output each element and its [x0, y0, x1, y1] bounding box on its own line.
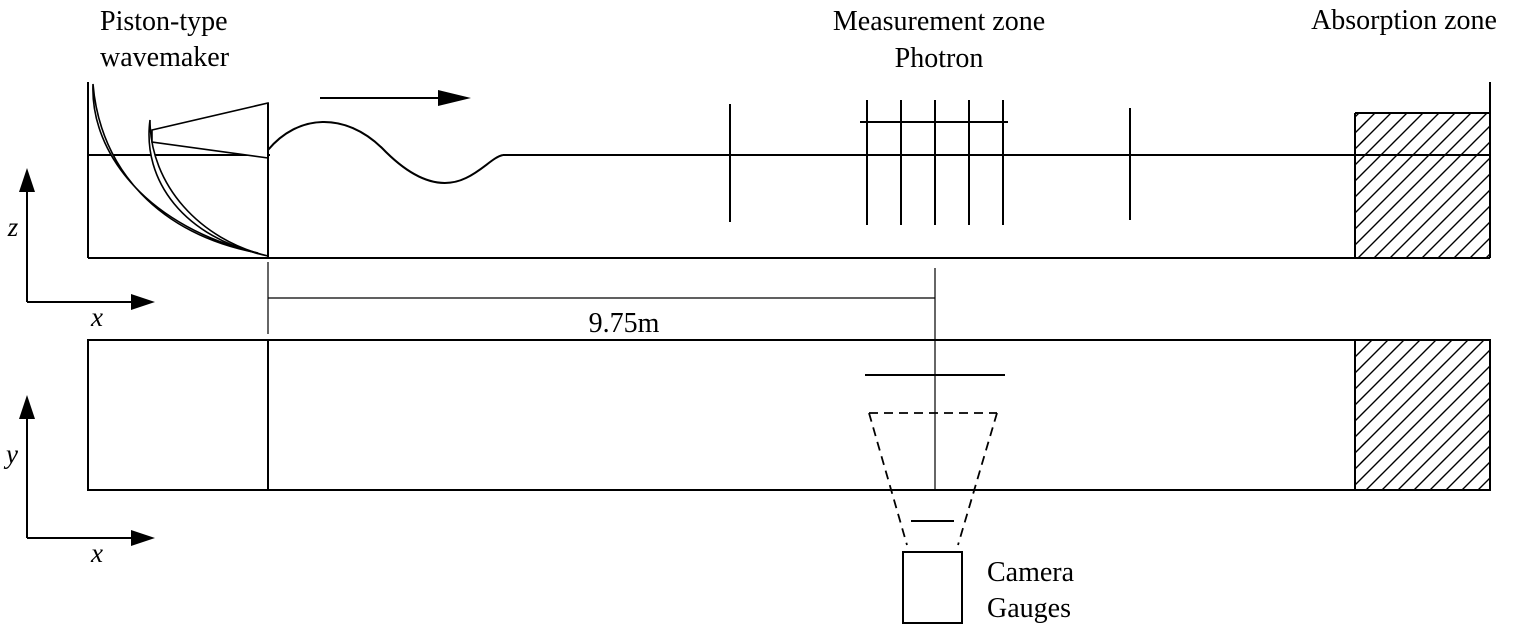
y-axis-label: y — [3, 439, 18, 469]
absorption-zone-side-view — [1354, 112, 1490, 258]
axes-plan-view: y x — [3, 395, 155, 568]
plan-tank-outline — [87, 339, 1491, 491]
distance-label: 9.75m — [589, 308, 660, 339]
measurement-zone-label: Measurement zone — [833, 6, 1045, 37]
x-arrowhead-top — [131, 294, 155, 310]
absorption-zone-label: Absorption zone — [1311, 5, 1497, 36]
x-axis-label-top: x — [90, 302, 103, 332]
x-axis-label-bottom: x — [90, 538, 103, 568]
photron-label: Photron — [895, 43, 984, 74]
wave-curve — [267, 121, 504, 184]
camera-assembly: Camera Gauges — [868, 412, 1075, 624]
camera-label-line2: Gauges — [987, 593, 1071, 624]
camera-label-line1: Camera — [987, 557, 1075, 588]
fov-right-edge — [957, 412, 998, 546]
camera-body — [902, 551, 963, 624]
piston-wavemaker — [92, 83, 269, 258]
wave-direction-arrow — [320, 90, 471, 106]
wavemaker-label-line1: Piston-type — [100, 6, 228, 37]
z-arrowhead — [19, 168, 35, 192]
absorber-hatch-bottom — [1355, 340, 1490, 490]
fov-left-edge — [868, 412, 908, 546]
wavemaker-flap — [151, 101, 269, 159]
y-arrowhead — [19, 395, 35, 419]
x-arrowhead-bottom — [131, 530, 155, 546]
wave-gauges-side-view — [729, 100, 1131, 225]
wavemaker-label-line2: wavemaker — [100, 42, 230, 73]
absorber-hatch-top — [1355, 113, 1490, 258]
axes-side-view: z x — [7, 168, 155, 332]
plan-view-tank — [87, 339, 1491, 491]
side-view-tank — [87, 82, 1491, 259]
arrowhead-right — [438, 90, 471, 106]
wavemaker-blade-outer — [92, 83, 259, 254]
header-labels: Piston-type wavemaker Measurement zone P… — [100, 5, 1497, 74]
z-axis-label: z — [7, 212, 19, 242]
dimension-9-75m: 9.75m — [267, 262, 936, 490]
